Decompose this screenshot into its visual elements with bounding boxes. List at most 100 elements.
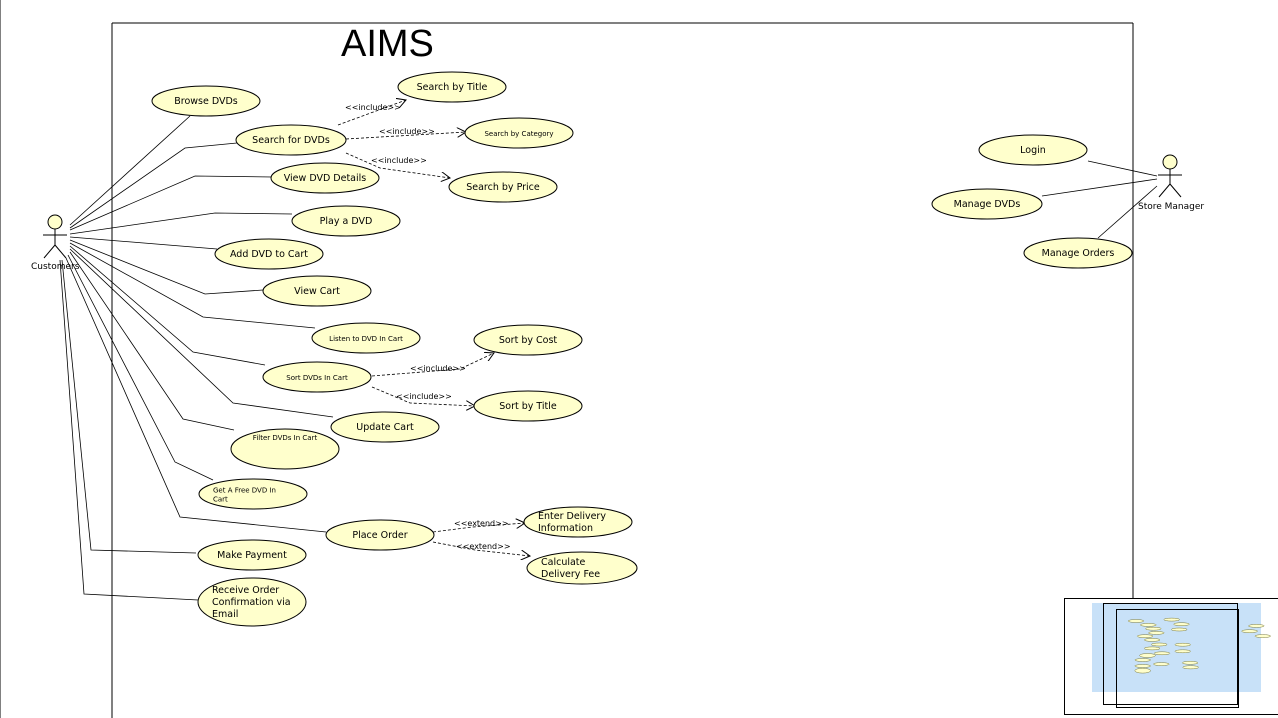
thumbnail-use-case [1134, 668, 1151, 674]
use-case-label: Search by Category [484, 130, 553, 138]
use-case-label: Confirmation via [212, 597, 291, 608]
include-search-by-price [345, 152, 450, 178]
association-search-for-dvds [69, 142, 238, 229]
use-case-label: Email [212, 609, 238, 620]
thumbnail-use-case [1140, 623, 1157, 627]
thumbnail-use-case [1171, 627, 1188, 632]
actor-customers[interactable] [43, 214, 67, 259]
use-case-login[interactable]: Login [978, 134, 1088, 166]
use-case-label: Receive Order [212, 585, 279, 596]
thumbnail-use-case [1174, 642, 1191, 647]
thumbnail-use-case [1248, 624, 1265, 628]
use-case-add-dvd-to-cart[interactable]: Add DVD to Cart [214, 238, 324, 270]
association-place-order [65, 257, 327, 533]
use-case-sort-by-title[interactable]: Sort by Title [473, 390, 583, 422]
use-case-label: Listen to DVD In Cart [329, 335, 403, 343]
use-case-place-order[interactable]: Place Order [325, 519, 435, 551]
use-case-label: Make Payment [217, 550, 287, 561]
use-case-manage-dvds[interactable]: Manage DVDs [931, 188, 1043, 220]
use-case-label: Manage DVDs [954, 199, 1021, 210]
dependency-labels: <<include>> <<include>> <<include>> <<in… [345, 103, 511, 551]
include-sort-by-title [371, 386, 475, 406]
thumbnail-use-case [1145, 626, 1162, 631]
actor-customers-label: Customers [31, 262, 80, 272]
use-case-label: Get A Free DVD In [213, 487, 276, 495]
thumbnail-use-case [1136, 634, 1154, 638]
use-case-label: Play a DVD [320, 216, 373, 227]
association-make-payment [61, 259, 197, 554]
include-search-by-category [345, 132, 466, 140]
use-case-view-dvd-details[interactable]: View DVD Details [270, 162, 380, 194]
use-case-label: Search by Price [466, 182, 540, 193]
overview-diagram-area [1092, 603, 1261, 692]
actor-store-manager[interactable] [1158, 154, 1182, 198]
thumbnail-use-case [1148, 631, 1165, 635]
overview-navigator[interactable] [1064, 598, 1278, 715]
use-case-label: Search by Title [417, 82, 488, 93]
use-case-sort-dvds-in-cart[interactable]: Sort DVDs In Cart [262, 361, 372, 393]
use-case-label: Sort DVDs In Cart [286, 374, 348, 382]
use-case-view-cart[interactable]: View Cart [262, 275, 372, 307]
thumbnail-use-case [1127, 619, 1145, 623]
association-sort-dvds [69, 245, 266, 366]
use-case-label: Manage Orders [1042, 248, 1115, 259]
use-case-sort-by-cost[interactable]: Sort by Cost [473, 324, 583, 356]
association-get-free-dvd [67, 254, 214, 481]
extend-label-delivery: <<extend>> [454, 519, 509, 528]
overview-viewport-inner[interactable] [1116, 609, 1239, 708]
use-case-update-cart[interactable]: Update Cart [330, 411, 440, 443]
thumbnail-use-case [1153, 651, 1171, 656]
customer-associations [59, 115, 334, 601]
extend-label-fee: <<extend>> [456, 542, 511, 551]
thumbnail-use-case [1153, 662, 1170, 666]
use-case-label: Search for DVDs [252, 135, 330, 146]
association-view-cart [69, 239, 264, 295]
thumbnail-use-case [1143, 638, 1161, 642]
association-add-dvd-to-cart [69, 236, 218, 250]
association-filter-dvds [69, 251, 235, 431]
use-case-label: Filter DVDs In Cart [253, 434, 318, 442]
thumbnail-use-case [1143, 646, 1161, 651]
overview-viewport-outer[interactable] [1103, 603, 1238, 705]
use-case-label: Browse DVDs [174, 96, 238, 107]
thumbnail-use-case [1139, 653, 1156, 658]
association-view-dvd-details [69, 175, 273, 231]
thumbnail-use-case [1173, 622, 1190, 626]
thumbnail-use-case [1134, 658, 1151, 662]
use-case-label: Cart [213, 496, 228, 504]
overview-thumbnail [1127, 617, 1271, 674]
actor-store-manager-label: Store Manager [1138, 202, 1204, 212]
thumbnail-use-case [1241, 629, 1258, 633]
include-search-by-title [337, 100, 406, 126]
association-update-cart [69, 248, 334, 418]
use-case-search-for-dvds[interactable]: Search for DVDs [235, 124, 347, 156]
thumbnail-use-case [1182, 665, 1199, 670]
use-case-browse-dvds[interactable]: Browse DVDs [151, 85, 261, 117]
thumbnail-use-case [1181, 661, 1199, 665]
include-label-sort-title: <<include>> [396, 392, 452, 401]
use-case-play-a-dvd[interactable]: Play a DVD [291, 205, 401, 237]
use-case-manage-orders[interactable]: Manage Orders [1023, 237, 1133, 269]
dependencies [337, 100, 530, 556]
system-title: AIMS [341, 23, 434, 65]
association-login [1087, 160, 1158, 177]
use-case-listen-to-dvd-in-cart[interactable]: Listen to DVD In Cart [311, 322, 421, 354]
use-case-search-by-price[interactable]: Search by Price [448, 171, 558, 203]
use-case-search-by-title[interactable]: Search by Title [397, 71, 507, 103]
association-listen-to-dvd [69, 242, 316, 329]
system-boundary[interactable] [111, 22, 1134, 718]
use-case-search-by-category[interactable]: Search by Category [464, 117, 574, 149]
use-case-label: View DVD Details [284, 173, 367, 184]
association-receive-confirmation [59, 259, 199, 601]
extend-enter-delivery [432, 523, 525, 533]
use-case-filter-dvds-in-cart[interactable]: Filter DVDs In Cart [230, 428, 340, 470]
include-label-price: <<include>> [371, 156, 427, 165]
use-case-make-payment[interactable]: Make Payment [197, 539, 307, 571]
use-case-label: Update Cart [356, 422, 414, 433]
manager-associations [1041, 160, 1158, 239]
